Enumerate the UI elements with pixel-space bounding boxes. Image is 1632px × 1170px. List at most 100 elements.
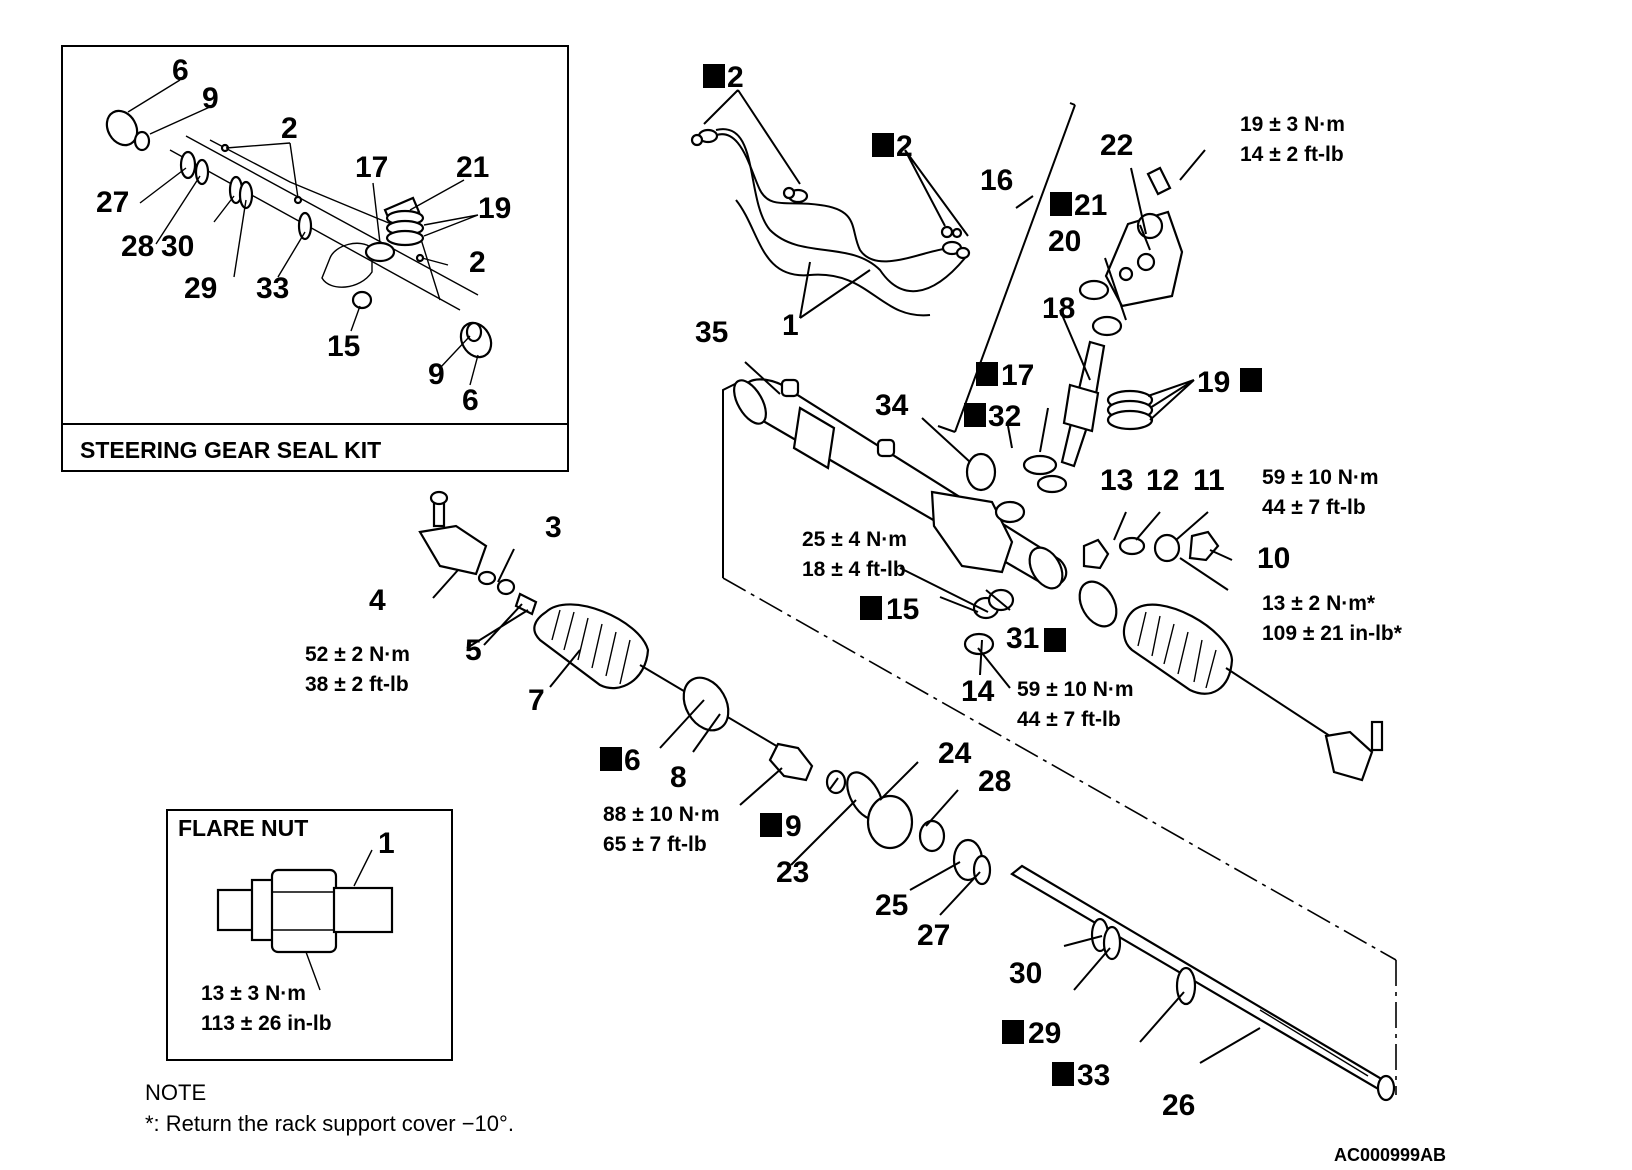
part-6-label: 6 [624,744,641,777]
kit-label-17: 17 [355,151,388,184]
new-badge-2a: N [703,64,725,89]
part-22-label: 22 [1100,129,1133,162]
rack [866,794,1396,1102]
part-28-label: 28 [978,765,1011,798]
part-25-label: 25 [875,889,908,922]
kit-label-29: 29 [184,272,217,305]
torque-10-metric: 59 ± 10 N·m [1262,466,1379,489]
svg-text:N: N [764,815,779,838]
kit-label-6b: 6 [462,384,479,417]
svg-text:N: N [876,135,891,158]
new-badge-17: N [976,362,998,387]
left-tie-rod-end [418,490,538,616]
new-badge-29: N [1002,1020,1024,1045]
svg-text:N: N [1244,370,1259,393]
torque-22-metric: 19 ± 3 N·m [1240,113,1345,136]
part-8-label: 8 [670,761,687,794]
kit-label-15: 15 [327,330,360,363]
part-4-label: 4 [369,584,386,617]
flare-nut-title: FLARE NUT [178,815,308,841]
right-boot [1078,580,1384,782]
new-badge-21: N [1050,192,1072,217]
note-text: *: Return the rack support cover −10°. [145,1111,514,1136]
seal-kit-panel: STEERING GEAR SEAL KIT [61,45,569,472]
svg-text:N: N [604,749,619,772]
seal-kit-gear-sketch [105,109,493,359]
kit-label-19: 19 [478,192,511,225]
part-13-label: 13 [1100,464,1133,497]
part-numbers: N 2 N 2 1 16 22 N 21 20 18 35 N 17 19 N … [369,61,1290,1122]
new-badge-33: N [1052,1062,1074,1087]
pressure-return-pipes [690,128,971,317]
svg-text:N: N [1054,194,1069,217]
flare-nut-panel: FLARE NUT 1 13 ± 3 N·m 113 ± 26 in-lb [166,809,453,1061]
part-29-label: 29 [1028,1017,1061,1050]
note-heading: NOTE [145,1080,206,1105]
kit-label-2b: 2 [469,246,486,279]
torque-11-metric: 13 ± 2 N·m* [1262,592,1376,615]
part-35-label: 35 [695,316,728,349]
kit-label-21: 21 [456,151,489,184]
part-30-label: 30 [1009,957,1042,990]
torque-10-imperial: 44 ± 7 ft-lb [1262,496,1366,519]
part-16-label: 16 [980,164,1013,197]
torque-15-imperial: 18 ± 4 ft-lb [802,558,906,581]
part-2a-label: 2 [727,61,744,94]
torque-14-metric: 59 ± 10 N·m [1017,678,1134,701]
new-badge-6: N [600,747,622,772]
main-assembly-outline [722,102,1397,1095]
svg-text:N: N [1056,1064,1071,1087]
part-9-label: 9 [785,810,802,843]
new-badge-32: N [964,403,986,428]
torque-14-imperial: 44 ± 7 ft-lb [1017,708,1121,731]
part-19-label: 19 [1197,366,1230,399]
housing-small-parts [963,452,1220,656]
kit-label-30: 30 [161,230,194,263]
svg-text:N: N [980,364,995,387]
part-24-label: 24 [938,737,972,770]
part-7-label: 7 [528,684,545,717]
new-badge-2b: N [872,133,894,158]
part-14-label: 14 [961,675,995,708]
part-18-label: 18 [1042,292,1075,325]
kit-label-27: 27 [96,186,129,219]
svg-text:N: N [1006,1022,1021,1045]
part-34-label: 34 [875,389,909,422]
new-badge-15: N [860,596,882,621]
valve-body [1104,166,1184,308]
flare-nut-torque-metric: 13 ± 3 N·m [201,982,306,1005]
kit-label-2: 2 [281,112,298,145]
part-17-label: 17 [1001,359,1034,392]
part-23-label: 23 [776,856,809,889]
svg-text:N: N [968,405,983,428]
flare-nut-torque-imperial: 113 ± 26 in-lb [201,1012,332,1035]
part-27-label: 27 [917,919,950,952]
flare-nut-sketch [216,868,394,954]
pinion-seals-19 [1106,389,1154,431]
new-badge-9: N [760,813,782,838]
part-1-label: 1 [782,309,799,342]
part-32-label: 32 [988,400,1021,433]
part-5-label: 5 [465,634,482,667]
torque-11-imperial: 109 ± 21 in-lb* [1262,622,1403,645]
flare-nut-part-label: 1 [378,827,395,860]
part-31-label: 31 [1006,622,1039,655]
reference-code: AC000999AB [1334,1145,1446,1165]
pinion [1060,279,1123,468]
kit-label-33: 33 [256,272,289,305]
svg-text:N: N [864,598,879,621]
left-boot [533,603,884,821]
part-2b-label: 2 [896,130,913,163]
part-20-label: 20 [1048,225,1081,258]
torque-9-imperial: 65 ± 7 ft-lb [603,833,707,856]
part-15-label: 15 [886,593,919,626]
new-badge-31: N [1044,628,1066,653]
part-3-label: 3 [545,511,562,544]
kit-label-9: 9 [202,82,219,115]
new-badge-19: N [1240,368,1262,393]
kit-label-6: 6 [172,54,189,87]
svg-text:N: N [707,66,722,89]
gear-housing [733,378,1068,590]
torque-specs: 19 ± 3 N·m 14 ± 2 ft-lb 59 ± 10 N·m 44 ±… [305,113,1403,856]
part-11-label: 11 [1193,464,1225,497]
